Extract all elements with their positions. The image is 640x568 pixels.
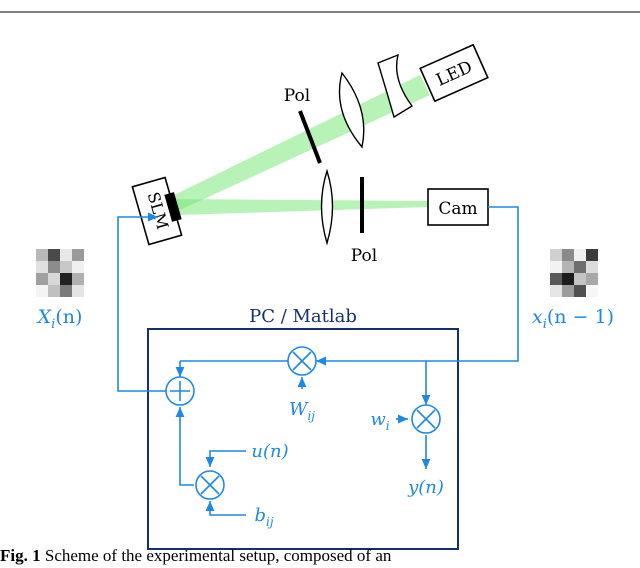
pattern-left (36, 249, 84, 297)
polarizer-top (298, 110, 322, 164)
w-i-label: wi (370, 409, 389, 433)
x-output-label: xi(n − 1) (532, 306, 614, 332)
pol-bottom-label: Pol (351, 246, 377, 266)
multiply-node-w-i (411, 404, 441, 434)
signal-lines (117, 206, 519, 516)
slm-box: SLM (131, 176, 183, 246)
figure-caption: Fig. 1 Scheme of the experimental setup,… (0, 546, 640, 568)
incoming-beam (170, 75, 430, 211)
x-input-label: Xi(n) (36, 306, 83, 332)
convex-lens-bottom (320, 168, 334, 246)
b-ij-label: bij (254, 505, 273, 529)
pc-label: PC / Matlab (249, 306, 357, 327)
w-ij-label: Wij (289, 399, 315, 423)
pattern-right (550, 249, 598, 297)
cam-label: Cam (438, 199, 477, 219)
pol-top-label: Pol (284, 86, 310, 106)
u-input-label: u(n) (251, 441, 288, 462)
concave-lens (377, 53, 414, 119)
led-box: LED (419, 43, 489, 103)
caption-text: Scheme of the experimental setup, compos… (44, 546, 392, 565)
pc-box (147, 328, 459, 550)
sum-node (165, 376, 195, 406)
reflected-beam (170, 199, 430, 215)
y-output-label: y(n) (407, 477, 444, 498)
multiply-node-w-ij (287, 346, 317, 376)
multiply-node-b (195, 470, 225, 500)
convex-lens-top (338, 71, 365, 149)
caption-label: Fig. 1 (0, 546, 41, 565)
